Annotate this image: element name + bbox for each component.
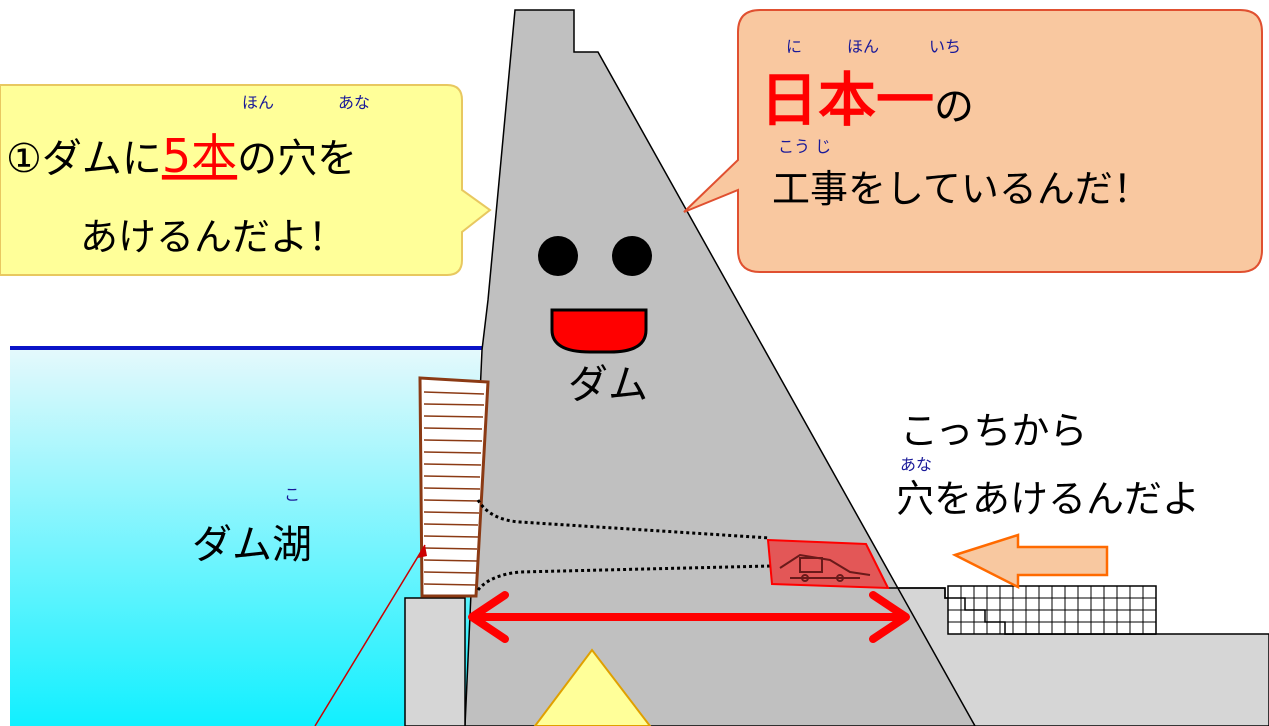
gate-pointer-arrowhead <box>418 545 427 558</box>
dam-mouth <box>550 308 648 354</box>
work-zone <box>766 538 890 590</box>
bubble-left-line1-post: の穴を <box>237 136 357 182</box>
ruby-kouji: こう じ <box>778 137 831 156</box>
dam-width-arrow <box>468 591 910 643</box>
ruby-ana-note: あな <box>900 455 932 474</box>
ruby-ichi: いち <box>929 37 961 56</box>
ruby-ana-left: あな <box>338 93 370 112</box>
dam-left-eye <box>538 236 578 276</box>
gate-pointer-line <box>314 544 426 726</box>
ruby-hon-left: ほん <box>242 93 274 112</box>
bottom-triangle-marker <box>533 648 652 726</box>
lake-label: ダム湖 <box>192 522 312 568</box>
dam-foundation-block <box>404 597 466 726</box>
direction-arrow <box>951 533 1109 590</box>
bubble-right-line2: 工事をしているんだ！ <box>772 167 1151 211</box>
bubble-right-title: 日本一の <box>760 66 974 134</box>
dam-face <box>538 236 652 354</box>
ruby-ni: に <box>786 37 802 56</box>
bubble-right-title-post: の <box>934 84 974 130</box>
ruby-ko: こ <box>284 485 300 504</box>
speech-bubble-left <box>0 84 492 276</box>
bubble-left-five-holes: 5本 <box>162 129 237 183</box>
bubble-right-title-red: 日本一 <box>760 66 934 134</box>
bubble-left-line2: あけるんだよ！ <box>80 215 346 259</box>
dam-label: ダム <box>568 362 648 408</box>
intake-gate <box>418 376 490 598</box>
downstream-structure-grid <box>888 585 1157 635</box>
tunnel-outline <box>476 499 771 591</box>
lake-water <box>10 350 480 726</box>
note-line1: こっちから <box>900 409 1087 453</box>
speech-bubble-right <box>683 9 1263 273</box>
dam-right-eye <box>612 236 652 276</box>
bubble-left-line1-pre: ①ダムに <box>6 136 162 182</box>
note-line2: 穴をあけるんだよ <box>896 477 1200 521</box>
ruby-hon-right: ほん <box>847 37 879 56</box>
bubble-left-line1: ①ダムに5本の穴を <box>6 129 357 183</box>
drilling-machine-icon <box>779 553 871 582</box>
